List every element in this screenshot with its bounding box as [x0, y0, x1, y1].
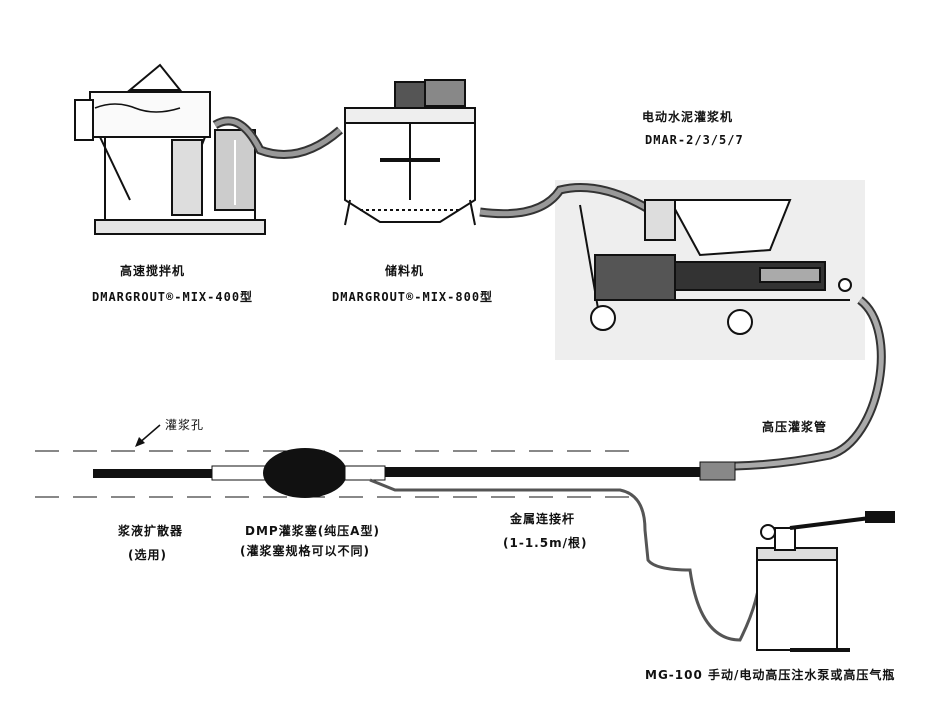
water-pump-illustration: [756, 511, 895, 652]
high-speed-mixer-illustration: [74, 63, 266, 235]
packer-fitting-right: [344, 465, 386, 481]
grout-pump-illustration: [579, 199, 852, 335]
mixer-name: 高速搅拌机: [120, 264, 186, 278]
hose-label: 高压灌浆管: [762, 420, 828, 434]
rod-note: (1-1.5m/根): [503, 536, 588, 550]
diffuser-note: (选用): [128, 548, 167, 562]
mixer-model: DMARGROUT®-MIX-400型: [92, 290, 254, 304]
tank-model: DMARGROUT®-MIX-800型: [332, 290, 494, 304]
packer-name: DMP灌浆塞(纯压A型): [245, 524, 380, 538]
rod-valve: [699, 461, 736, 481]
diffuser-pipe: [93, 469, 213, 478]
metal-connecting-rod: [385, 467, 705, 477]
packer-note: (灌浆塞规格可以不同): [240, 544, 370, 558]
packer-body: [263, 448, 347, 498]
water-line: [369, 478, 762, 642]
hole-label: 灌浆孔: [165, 418, 205, 432]
packer-fitting-left: [211, 465, 268, 481]
grout-pump-name: 电动水泥灌浆机: [642, 110, 734, 124]
rod-name: 金属连接杆: [510, 512, 576, 526]
storage-tank-illustration: [344, 79, 476, 226]
tank-name: 储料机: [385, 264, 425, 278]
diffuser-name: 浆液扩散器: [118, 524, 184, 538]
water-pump-label: MG-100 手动/电动高压注水泵或高压气瓶: [645, 668, 896, 682]
grout-pump-model: DMAR-2/3/5/7: [645, 133, 744, 147]
